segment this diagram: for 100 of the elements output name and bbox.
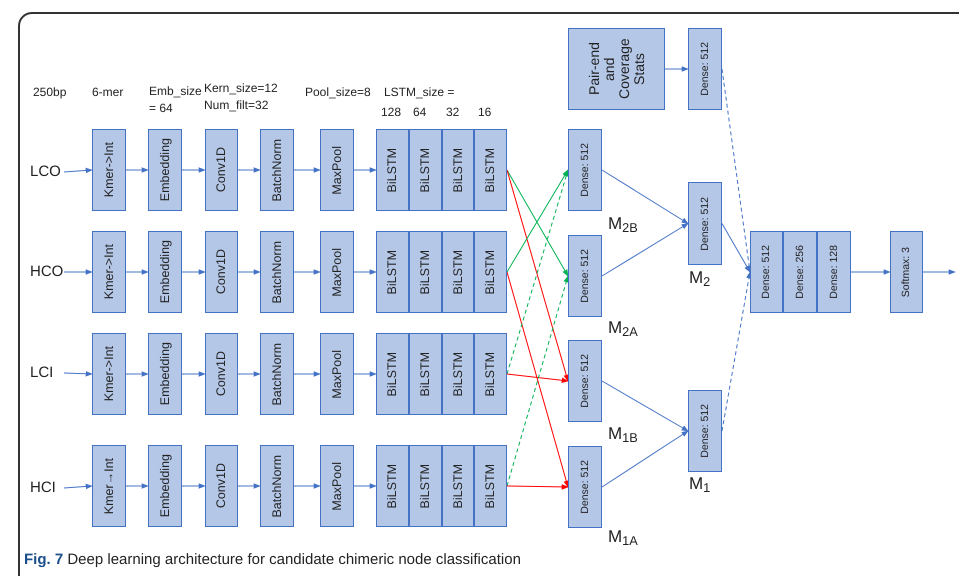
layer-box (205, 231, 238, 313)
layer-box (409, 333, 442, 415)
arrow (126, 167, 149, 173)
layer-box (320, 129, 354, 211)
arrow (238, 483, 261, 489)
arrow (182, 371, 206, 377)
layer-box (148, 445, 182, 527)
layer-box (148, 231, 182, 313)
layer-label: BiLSTM (418, 352, 433, 396)
layer-box (442, 231, 474, 313)
input-label: LCI (30, 363, 54, 383)
module-label: M$_{2}$ (689, 268, 710, 288)
parameter-label: 250bp (33, 84, 68, 101)
arrow (506, 484, 569, 490)
layer-box (688, 390, 722, 472)
layer-box (92, 231, 126, 313)
layer-box (260, 129, 294, 211)
parameter-label: Emb_size = 64 (149, 83, 203, 117)
layer-box (320, 333, 354, 415)
arrow (602, 380, 689, 432)
caption: Fig. 7 Deep learning architecture for candidate chimeric node classification (24, 550, 521, 570)
layer-box (409, 445, 442, 527)
layer-label: Embedding (158, 240, 172, 304)
layer-label: BiLSTM (418, 148, 433, 192)
layer-box (260, 333, 294, 415)
input-label: LCO (30, 162, 61, 182)
layer-label: Dense: 512 (698, 42, 712, 96)
layer-label: Kmer→Int (102, 458, 116, 514)
layer-label: MaxPool (330, 146, 344, 194)
layer-box (376, 333, 409, 415)
arrow (354, 269, 377, 275)
arrow (126, 269, 149, 275)
layer-label: MaxPool (330, 462, 344, 510)
arrow (126, 483, 149, 489)
layer-box (568, 446, 602, 528)
layer-label: Embedding (158, 342, 172, 406)
layer-label: Pair-end and Coverage Stats (586, 38, 646, 102)
layer-label: Conv1D (214, 249, 229, 295)
layer-box (474, 445, 507, 527)
layer-label: BiLSTM (385, 250, 400, 294)
arrow (126, 371, 149, 377)
arrow (64, 370, 93, 377)
layer-box (409, 231, 442, 313)
layer-box (688, 28, 722, 110)
layer-box (376, 445, 409, 527)
arrow (182, 167, 206, 173)
layer-label: Softmax: 3 (899, 246, 913, 298)
input-label: HCO (30, 262, 64, 282)
layer-label: BiLSTM (483, 250, 498, 294)
layer-box (442, 333, 474, 415)
arrow (354, 483, 377, 489)
layer-label: BiLSTM (483, 464, 498, 508)
layer-box (442, 129, 474, 211)
module-label: M$_{1A}$ (608, 527, 638, 547)
layer-label: Dense: 512 (578, 249, 592, 303)
layer-box (92, 333, 126, 415)
layer-label: Dense: 512 (759, 245, 773, 299)
layer-box (376, 129, 409, 211)
arrow (850, 269, 891, 275)
layer-box (409, 129, 442, 211)
layer-box (890, 231, 923, 313)
layer-label: MaxPool (330, 248, 344, 296)
layer-box (750, 231, 783, 313)
module-label: M$_{2A}$ (608, 318, 638, 338)
arrow (64, 484, 93, 490)
parameter-label: 32 (446, 104, 460, 121)
layer-label: Dense: 512 (578, 143, 592, 197)
arrow (664, 66, 689, 72)
parameter-label: Pool_size=8 (305, 84, 372, 101)
layer-label: Dense: 512 (578, 354, 592, 408)
layer-box (568, 340, 602, 422)
parameter-label: Kern_size=12 Num_filt=32 (204, 80, 279, 114)
layer-label: Kmer->Int (102, 142, 116, 198)
layer-label: Conv1D (214, 147, 229, 193)
arrow (922, 269, 956, 275)
parameter-label: 6-mer (92, 84, 124, 101)
arrow (238, 269, 261, 275)
layer-label: Conv1D (214, 351, 229, 397)
arrow (602, 223, 689, 276)
layer-label: BiLSTM (450, 148, 466, 192)
layer-box (783, 231, 817, 313)
layer-box (320, 445, 354, 527)
arrow (354, 167, 377, 173)
layer-label: BiLSTM (450, 352, 466, 396)
module-label: M$_{1}$ (689, 474, 710, 494)
arrow (64, 168, 93, 174)
arrow (182, 483, 206, 489)
layer-label: BiLSTM (385, 464, 400, 508)
arrow (602, 170, 689, 224)
layer-label: Dense: 256 (792, 245, 806, 299)
layer-label: BiLSTM (483, 352, 498, 396)
arrow (64, 269, 93, 275)
input-label: HCI (30, 478, 56, 498)
arrow (182, 269, 206, 275)
arrow (602, 430, 689, 488)
layer-label: BatchNorm (270, 342, 284, 406)
layer-box (568, 235, 602, 317)
layer-label: Dense: 512 (698, 404, 712, 458)
parameter-label: 128 (381, 104, 402, 121)
layer-label: BiLSTM (450, 250, 466, 294)
